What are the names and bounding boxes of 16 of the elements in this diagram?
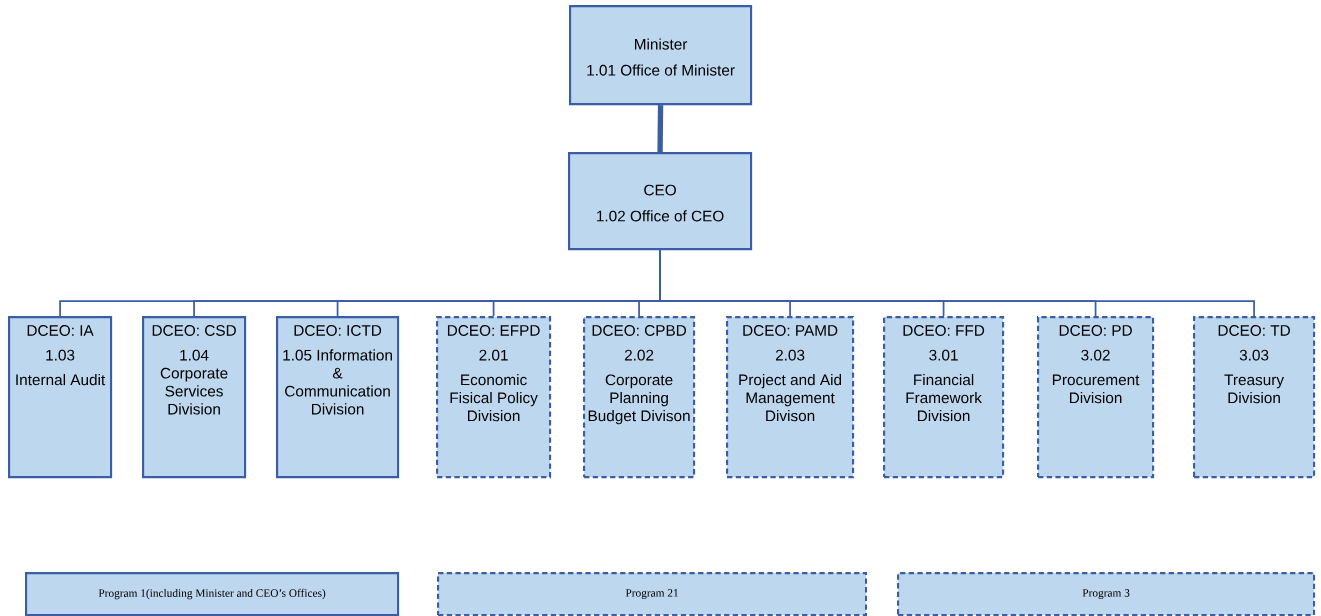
- division-box: DCEO: ICTD 1.05 Information & Communication Division: [276, 316, 400, 479]
- office-box: Minister 1.01 Office of Minister: [569, 5, 753, 106]
- division-box: DCEO: PAMD 2.03 Project and Aid Management Divison: [726, 316, 855, 479]
- program-box: Program 1(including Minister and CEO’s Offices): [25, 572, 400, 616]
- division-box: DCEO: EFPD 2.01 Economic Fisical Policy Division: [436, 316, 552, 479]
- division-box: DCEO: CPBD 2.02 Corporate Planning Budget Divison: [583, 316, 696, 479]
- division-box: DCEO: CSD 1.04 Corporate Services Division: [142, 316, 247, 479]
- division-box: DCEO: FFD 3.01 Financial Framework Division: [883, 316, 1005, 479]
- connector-line: [659, 249, 1255, 317]
- program-box: Program 3: [897, 572, 1316, 616]
- division-box: DCEO: IA 1.03 Internal Audit: [8, 316, 113, 479]
- program-box: Program 21: [437, 572, 868, 616]
- connector-line: [657, 105, 664, 153]
- office-box: CEO 1.02 Office of CEO: [568, 152, 753, 251]
- division-box: DCEO: TD 3.03 Treasury Division: [1193, 316, 1316, 479]
- division-box: DCEO: PD 3.02 Procurement Division: [1037, 316, 1155, 479]
